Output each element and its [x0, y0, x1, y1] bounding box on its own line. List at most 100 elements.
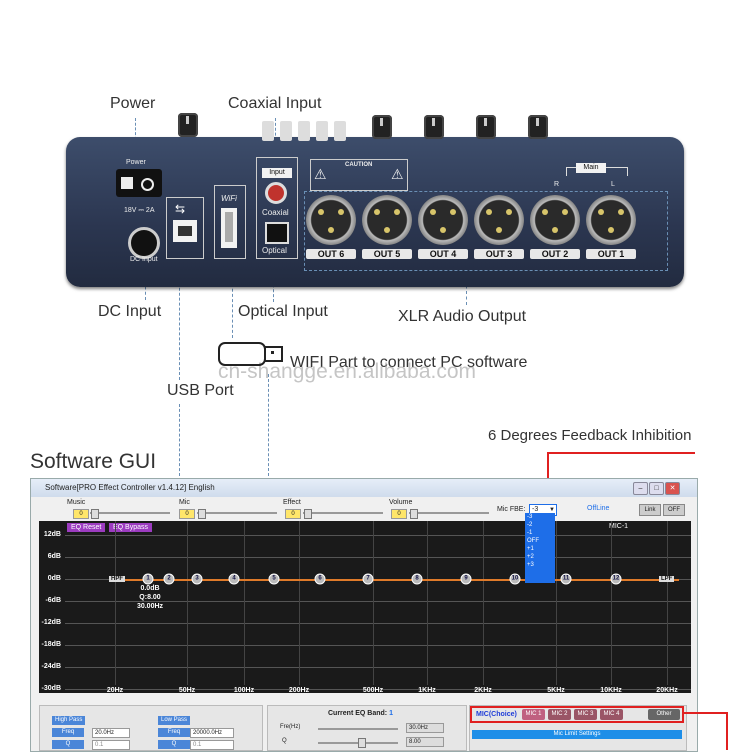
- eq-band-handle[interactable]: 1: [142, 573, 154, 585]
- band-freq: 30.00Hz: [136, 603, 164, 610]
- x-tick-label: 10KHz: [600, 687, 622, 694]
- current-eq-band-number: 1: [389, 710, 393, 717]
- fbe-option[interactable]: +1: [527, 546, 534, 552]
- eq-graph[interactable]: EQ Reset EQ Bypass MIC-1 12dB 6dB 0dB -6…: [39, 521, 691, 694]
- xlr-out-2[interactable]: [530, 195, 580, 245]
- xlr-out-4[interactable]: [418, 195, 468, 245]
- x-tick-label: 1KHz: [418, 687, 436, 694]
- offline-status: OffLine: [587, 505, 610, 512]
- xlr-out-6[interactable]: [306, 195, 356, 245]
- hp-freq-input[interactable]: 20.0Hz: [92, 728, 130, 738]
- input-label: Input: [262, 168, 292, 178]
- volume-slider[interactable]: [409, 512, 489, 514]
- fre-slider[interactable]: [318, 728, 398, 730]
- dc-input-callout: DC Input: [98, 303, 162, 320]
- knob: [476, 115, 496, 139]
- close-button[interactable]: ✕: [665, 482, 680, 495]
- mic-1-button[interactable]: MIC 1: [522, 709, 545, 720]
- out-label: OUT 3: [474, 249, 524, 259]
- lp-freq-label: Freq: [158, 728, 190, 737]
- lp-q-input[interactable]: 0.1: [190, 740, 234, 750]
- eq-bypass-button[interactable]: EQ Bypass: [109, 523, 153, 532]
- fre-label: Fre(Hz): [280, 724, 301, 730]
- maximize-button[interactable]: □: [649, 482, 664, 495]
- off-button[interactable]: OFF: [663, 504, 685, 516]
- coaxial-label: Coaxial: [262, 208, 289, 217]
- effect-label: Effect: [283, 499, 301, 506]
- fbe-option[interactable]: -2: [527, 522, 533, 528]
- y-tick-label: 12dB: [43, 531, 61, 538]
- optical-label: Optical: [262, 246, 287, 255]
- wifi-usb-port[interactable]: [221, 208, 237, 248]
- mic-4-button[interactable]: MIC 4: [600, 709, 623, 720]
- fbe-option[interactable]: OFF: [527, 538, 539, 544]
- fbe-option[interactable]: -3: [527, 514, 533, 520]
- y-tick-label: -12dB: [41, 619, 61, 626]
- digital-input-frame: Input Coaxial Optical: [256, 157, 298, 259]
- mic-slider[interactable]: [197, 512, 277, 514]
- eq-band-handle[interactable]: 6: [314, 573, 326, 585]
- power-switch-off: [141, 178, 154, 191]
- hp-q-input[interactable]: 0.1: [92, 740, 130, 750]
- hpf-marker[interactable]: HPF: [109, 576, 125, 582]
- volume-slider-thumb[interactable]: [410, 509, 418, 519]
- software-gui-title: Software GUI: [30, 450, 157, 473]
- power-label: Power: [126, 159, 146, 166]
- chevron-down-icon: ▼: [549, 507, 555, 513]
- effect-slider[interactable]: [303, 512, 383, 514]
- eq-band-handle[interactable]: 2: [163, 573, 175, 585]
- xlr-out-3[interactable]: [474, 195, 524, 245]
- eq-band-handle[interactable]: 5: [268, 573, 280, 585]
- eq-band-handle[interactable]: 12: [610, 573, 622, 585]
- optical-input-callout: Optical Input: [238, 303, 328, 320]
- fre-value[interactable]: 30.0Hz: [406, 723, 444, 733]
- mic-2-button[interactable]: MIC 2: [548, 709, 571, 720]
- q-slider-thumb[interactable]: [358, 738, 366, 748]
- hp-q-label: Q: [52, 740, 84, 749]
- current-eq-band-label: Current EQ Band: 1: [328, 710, 393, 717]
- eq-band-handle[interactable]: 3: [191, 573, 203, 585]
- rca-jack: [316, 121, 328, 141]
- eq-band-handle[interactable]: 10: [509, 573, 521, 585]
- lp-freq-input[interactable]: 20000.0Hz: [190, 728, 234, 738]
- x-tick-label: 100Hz: [233, 687, 255, 694]
- q-value[interactable]: 8.00: [406, 737, 444, 747]
- eq-band-handle[interactable]: 9: [460, 573, 472, 585]
- knob: [528, 115, 548, 139]
- mic-3-button[interactable]: MIC 3: [574, 709, 597, 720]
- high-pass-title: High Pass: [52, 716, 86, 725]
- leader-wifi: [232, 258, 233, 338]
- wifi-label: WiFi: [221, 194, 237, 203]
- fbe-option[interactable]: +2: [527, 554, 534, 560]
- other-button[interactable]: Other: [648, 709, 680, 720]
- eq-band-handle[interactable]: 4: [228, 573, 240, 585]
- y-tick-label: -18dB: [41, 641, 61, 648]
- mic-pointer-v: [726, 712, 728, 750]
- coaxial-jack[interactable]: [265, 182, 287, 204]
- music-slider-thumb[interactable]: [91, 509, 99, 519]
- mic-value: 0: [179, 509, 195, 519]
- lpf-marker[interactable]: LPF: [659, 576, 675, 582]
- minimize-button[interactable]: –: [633, 482, 648, 495]
- eq-reset-button[interactable]: EQ Reset: [67, 523, 106, 532]
- xlr-out-5[interactable]: [362, 195, 412, 245]
- link-button[interactable]: Link: [639, 504, 661, 516]
- out-label: OUT 5: [362, 249, 412, 259]
- x-tick-label: 5KHz: [547, 687, 565, 694]
- eq-band-handle[interactable]: 7: [362, 573, 374, 585]
- mic-choice-label: MIC(Choice): [476, 711, 517, 718]
- power-switch[interactable]: [116, 169, 162, 197]
- fbe-option[interactable]: +3: [527, 562, 534, 568]
- fbe-option[interactable]: -1: [527, 530, 533, 536]
- mic-fbe-value: -3: [532, 506, 539, 513]
- mic-slider-thumb[interactable]: [198, 509, 206, 519]
- optical-jack[interactable]: [265, 222, 289, 244]
- band-edit-panel: Current EQ Band: 1 Fre(Hz) 30.0Hz Q 8.00: [267, 705, 467, 751]
- music-slider[interactable]: [90, 512, 170, 514]
- usb-b-port[interactable]: [173, 220, 197, 242]
- effect-slider-thumb[interactable]: [304, 509, 312, 519]
- xlr-out-1[interactable]: [586, 195, 636, 245]
- eq-band-handle[interactable]: 11: [560, 573, 572, 585]
- eq-band-handle[interactable]: 8: [411, 573, 423, 585]
- power-switch-on: [121, 177, 133, 189]
